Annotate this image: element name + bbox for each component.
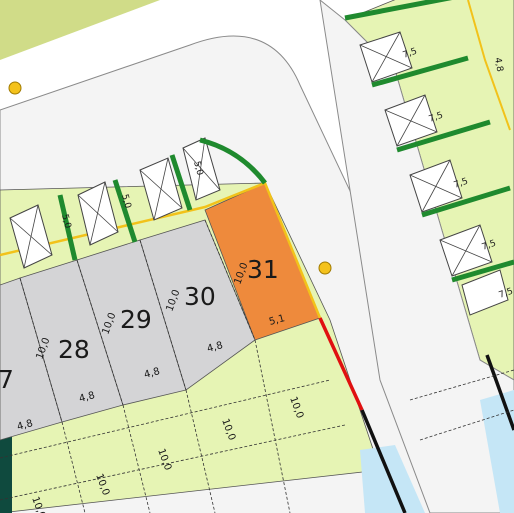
width-31: 5,1 (268, 313, 286, 328)
plot-label-30: 30 (184, 282, 216, 311)
parking-left-x (9, 137, 221, 269)
parking-left-1: 5,0 (59, 213, 72, 230)
hedges-right (344, 0, 514, 283)
parking-right-3: 7,5 (453, 177, 470, 191)
parking-right-5: 7,5 (498, 287, 514, 301)
boundary-right-block (467, 0, 511, 131)
plot-separators (19, 219, 256, 423)
parking-right-2: 7,5 (428, 111, 445, 125)
plot-label-28: 28 (58, 335, 90, 364)
water-right (480, 390, 514, 513)
boundary-red (318, 317, 364, 411)
marker-center[interactable] (318, 261, 332, 275)
plot-label-29: 29 (120, 305, 152, 334)
boundary-black-right (485, 354, 514, 431)
right-offset: 4,8 (492, 57, 504, 73)
boundary-black (360, 409, 407, 513)
parking-left-2: 5,0 (119, 193, 132, 210)
width-7: 4,8 (16, 418, 34, 433)
plot-label-7: 7 (0, 365, 14, 394)
width-28: 4,8 (78, 390, 96, 405)
marker-left[interactable] (8, 81, 22, 95)
parking-right-4: 7,5 (481, 239, 498, 253)
right-road (319, 0, 514, 513)
plot-label-31: 31 (247, 255, 279, 284)
width-29: 4,8 (143, 366, 161, 381)
hedges-left (57, 137, 267, 261)
width-30: 4,8 (206, 340, 224, 355)
garden-lines (0, 339, 514, 513)
parking-right-1: 7,5 (402, 47, 419, 61)
parking-left-3: 5,0 (191, 160, 204, 177)
parking-right-x (359, 31, 493, 277)
green-area-top-left (0, 0, 160, 60)
